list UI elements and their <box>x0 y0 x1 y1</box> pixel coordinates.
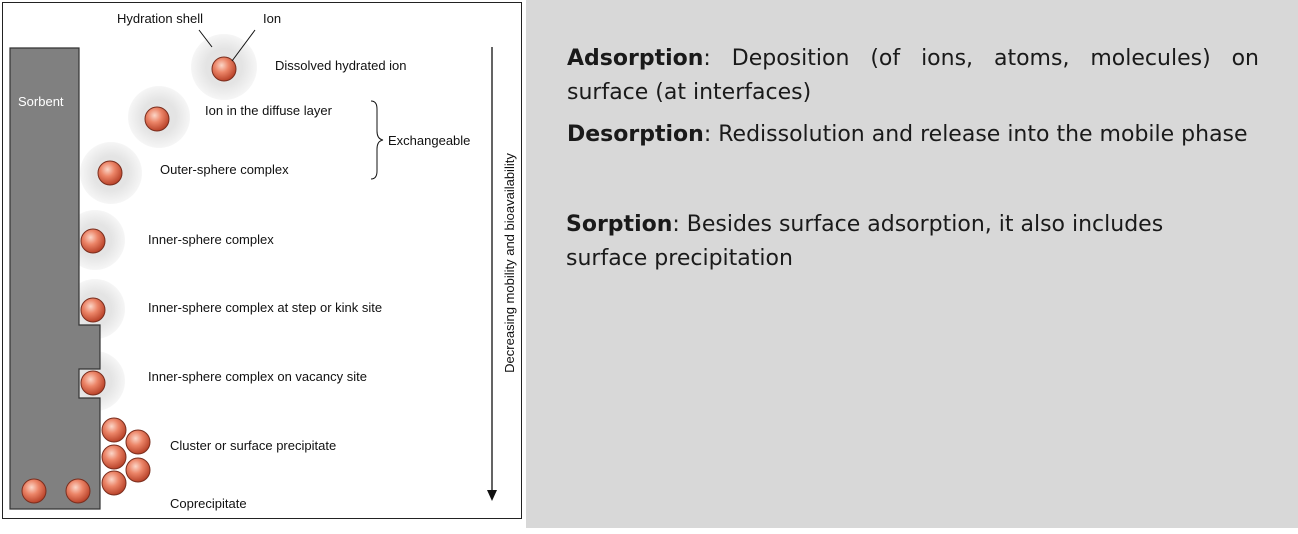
mobility-axis-label: Decreasing mobility and bioavailability <box>502 153 517 373</box>
species-label: Ion in the diffuse layer <box>205 103 333 118</box>
ion-dissolved <box>211 56 237 82</box>
sorption-diagram-panel: Sorbent Hydration shell Ion Dissolved hy… <box>2 2 522 519</box>
ion-coprecipitate <box>65 478 91 504</box>
desorption-text: : Redissolution and release into the mob… <box>703 122 1248 147</box>
exchangeable-brace <box>370 100 384 180</box>
desorption-definition: Desorption: Redissolution and release in… <box>567 118 1287 152</box>
species-label: Dissolved hydrated ion <box>275 58 407 73</box>
ion-coprecipitate <box>21 478 47 504</box>
sorption-text: : Besides surface adsorption, it also in… <box>566 212 1164 271</box>
adsorption-term: Adsorption <box>567 46 704 71</box>
hydration-shell-pointer <box>198 29 213 48</box>
adsorption-definition: Adsorption: Deposition (of ions, atoms, … <box>567 42 1259 110</box>
species-label: Coprecipitate <box>170 496 247 511</box>
species-label: Cluster or surface precipitate <box>170 438 336 453</box>
species-label: Outer-sphere complex <box>160 162 289 177</box>
ion-cluster <box>125 429 151 455</box>
ion-pointer <box>231 29 256 62</box>
ion-vacancy <box>80 370 106 396</box>
sorbent-solid <box>9 47 101 510</box>
ion-diffuse-layer <box>144 106 170 132</box>
exchangeable-label: Exchangeable <box>388 133 470 148</box>
ion-outer-sphere <box>97 160 123 186</box>
hydration-shell-label: Hydration shell <box>117 11 203 26</box>
ion-inner-sphere <box>80 228 106 254</box>
ion-cluster <box>101 417 127 443</box>
species-label: Inner-sphere complex on vacancy site <box>148 369 367 384</box>
ion-label: Ion <box>263 11 281 26</box>
adsorption-text: : Deposition (of ions, atoms, molecules)… <box>567 46 1259 105</box>
ion-cluster <box>125 457 151 483</box>
sorption-term: Sorption <box>566 212 673 237</box>
mobility-axis-arrowhead <box>487 490 497 501</box>
species-label: Inner-sphere complex at step or kink sit… <box>148 300 382 315</box>
definitions-panel: Adsorption: Deposition (of ions, atoms, … <box>526 0 1298 528</box>
sorption-diagram: Sorbent Hydration shell Ion Dissolved hy… <box>9 11 517 511</box>
sorbent-label: Sorbent <box>18 94 64 109</box>
ion-cluster <box>101 444 127 470</box>
desorption-term: Desorption <box>567 122 704 147</box>
ion-step-kink <box>80 297 106 323</box>
sorption-definition: Sorption: Besides surface adsorption, it… <box>566 208 1206 276</box>
species-label: Inner-sphere complex <box>148 232 274 247</box>
ion-cluster <box>101 470 127 496</box>
